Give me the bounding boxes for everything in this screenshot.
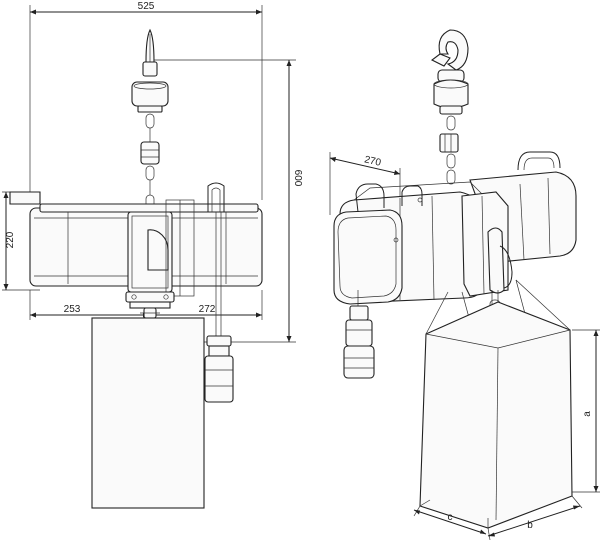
hoist-body-iso	[333, 151, 577, 305]
bag-label-height: a	[582, 411, 593, 417]
bag-label-depth: c	[448, 512, 453, 523]
cable-plug-iso	[343, 290, 375, 379]
bag-dimension-depth: c	[413, 505, 487, 535]
isometric-view: 270	[329, 29, 600, 541]
chain-bag-iso	[419, 301, 573, 529]
dimension-height-total-label: 600	[292, 170, 303, 187]
dimension-right-offset-label: 272	[199, 304, 216, 315]
front-view: 525 600 220 253 272	[2, 1, 303, 509]
dimension-width-total: 525	[29, 1, 263, 200]
chain-front-upper	[140, 113, 160, 210]
hoist-body-front	[9, 182, 263, 309]
bag-label-width: b	[527, 520, 533, 531]
bag-dimension-height: a	[572, 329, 600, 493]
dimension-depth-label: 270	[363, 154, 382, 169]
dimension-width-total-label: 525	[138, 1, 155, 12]
chain-bag-front	[91, 317, 205, 509]
top-hook-front	[131, 28, 169, 113]
bag-dimension-width: b	[487, 495, 583, 541]
cable-plug-front	[204, 212, 234, 403]
dimension-left-offset-label: 253	[64, 304, 81, 315]
dimension-body-height-label: 220	[5, 231, 16, 248]
top-hook-iso	[430, 29, 469, 185]
